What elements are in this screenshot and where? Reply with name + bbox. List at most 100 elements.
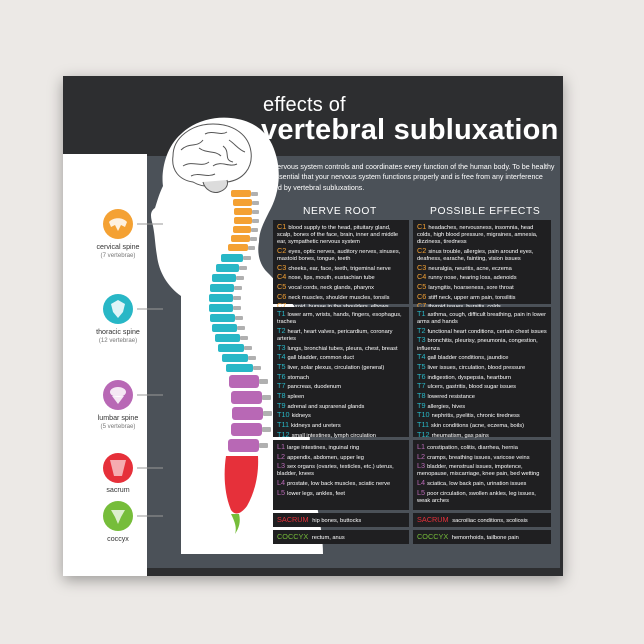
entry-text: bronchitis, pleurisy, pneumonia, congest… <box>417 338 538 352</box>
entry-text: appendix, abdomen, upper leg <box>287 454 364 461</box>
entry-text: sex organs (ovaries, testicles, etc.) ut… <box>277 464 394 478</box>
vertebra-label: T5 <box>277 361 286 371</box>
vertebra-label: T3 <box>417 335 426 345</box>
entry-text: lungs, bronchial tubes, pleura, chest, b… <box>287 345 398 352</box>
nerve-root-header: NERVE ROOT <box>303 206 377 217</box>
entry-text: functional heart conditions, certain che… <box>427 328 547 335</box>
vertebra-label: T6 <box>277 371 286 381</box>
vertebra-label: C1 <box>417 222 427 231</box>
entry-text: stiff neck, upper arm pain, tonsilitis <box>428 294 516 301</box>
entry-text: lower legs, ankles, feet <box>287 490 345 497</box>
vertebra-label: T9 <box>417 400 426 410</box>
cervical-label: cervical spine(7 vertebrae) <box>96 243 140 259</box>
entry-text: ulcers, gastritis, blood sugar issues <box>427 384 517 391</box>
entry-text: heart, heart valves, pericardium, corona… <box>277 328 393 342</box>
spine <box>209 190 272 534</box>
entry-text: liver issues, circulation, blood pressur… <box>427 364 526 371</box>
entry-text: indigestion, dyspepsia, heartburn <box>427 374 511 381</box>
entry-text: nephritis, pyelitis, chronic tiredness <box>431 413 520 420</box>
entry-text: stomach <box>287 374 310 381</box>
entry-text: rheumatism, gas pains <box>431 432 489 439</box>
coccyx-shape <box>111 510 125 524</box>
entry-text: gall bladder conditions, jaundice <box>427 355 509 362</box>
possible-effects-header: POSSIBLE EFFECTS <box>430 206 541 217</box>
entry-text: laryngitis, hoarseness, sore throat <box>428 285 514 292</box>
entry-text: kidneys <box>291 413 311 420</box>
entry-text: skin conditions (acne, eczema, boils) <box>431 423 524 430</box>
entry-text: neck muscles, shoulder muscles, tonsils <box>288 294 390 301</box>
entry-text: constipation, colitis, diarrhea, hernia <box>427 445 518 451</box>
thoracic-label: thoracic spine(12 vertebrae) <box>96 328 140 344</box>
vertebra-label: T4 <box>277 352 286 362</box>
vertebra-label: L2 <box>417 451 426 461</box>
cervical-vertebra-shape <box>109 218 127 231</box>
vertebra-label: T1 <box>277 309 286 318</box>
vertebra-label: T8 <box>277 391 286 400</box>
sacrum-label: sacrum <box>106 486 130 494</box>
vertebra-label: T12 <box>277 429 290 439</box>
entry-text: kidneys and ureters <box>291 423 341 430</box>
entry-text: neuralgia, neuritis, acne, eczema <box>428 265 512 272</box>
entry-text: liver, solar plexus, circulation (genera… <box>287 364 385 371</box>
region-label: COCCYX <box>277 532 309 541</box>
vertebra-label: L4 <box>277 478 286 488</box>
entry-text: hip bones, buttocks <box>312 518 362 524</box>
vertebra-label: C1 <box>277 222 287 231</box>
entry-text: blood supply to the head, pituitary glan… <box>277 225 399 246</box>
vertebra-label: L3 <box>277 461 286 471</box>
entry-text: sciatica, low back pain, urination issue… <box>427 481 527 488</box>
entry-text: lower arm, wrists, hands, fingers, esoph… <box>277 312 402 326</box>
entry-text: lowered resistance <box>427 394 475 400</box>
vertebra-label: C2 <box>277 245 287 255</box>
vertebra-label: T7 <box>417 381 426 391</box>
vertebra-label: T10 <box>277 410 290 420</box>
vertebra-label: T2 <box>417 325 426 335</box>
lumbar-vertebra-shape <box>110 387 126 404</box>
entry-text: large intestines, inguinal ring <box>287 445 360 451</box>
vertebra-label: T8 <box>417 391 426 400</box>
region-label: COCCYX <box>417 532 449 541</box>
vertebra-label: C7 <box>277 301 287 311</box>
vertebra-label: L5 <box>417 487 426 497</box>
nerve-root-sacrum-box: SACRUM hip bones, buttocks <box>273 513 409 527</box>
title-line-1: effects of <box>263 94 346 116</box>
vertebra-label: C7 <box>417 301 427 311</box>
vertebra-label: T11 <box>277 420 290 430</box>
vertebra-label: T12 <box>417 429 430 439</box>
entry-text: cramps, breathing issues, varicose veins <box>427 454 530 461</box>
entry-text: nose, lips, mouth, eustachian tube <box>288 275 375 282</box>
effects-sacrum-box: SACRUM sacroiliac conditions, scoliosis <box>413 513 551 527</box>
entry-text: sinus trouble, allergies, pain around ey… <box>417 248 534 262</box>
entry-text: bladder, menstrual issues, impotence, me… <box>417 464 540 478</box>
vertebra-label: C5 <box>417 282 427 292</box>
entry-text: spleen <box>287 394 305 400</box>
entry-text: rectum, anus <box>311 535 345 541</box>
